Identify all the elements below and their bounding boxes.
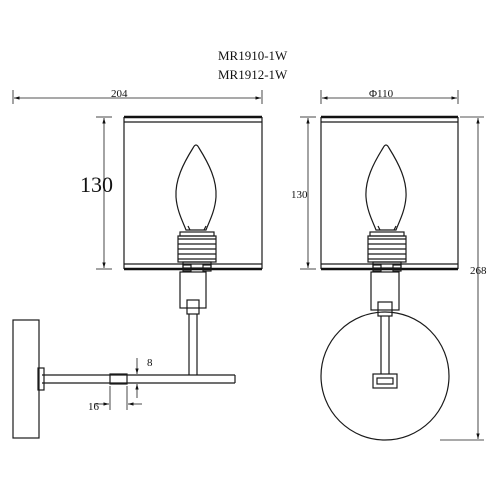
dim-8-label: 8 [147,357,153,369]
front-holder-cup [370,271,400,311]
front-holder-collar [377,301,393,317]
front-socket-top [369,231,405,237]
bulb-neck [187,225,207,231]
model-label-2: MR1912-1W [218,67,288,82]
socket-thread [178,238,216,260]
front-socket-nut-left [372,264,382,272]
socket-top [179,231,215,237]
front-arm-block [372,373,398,389]
bulb-glass [175,144,217,231]
socket-nut-left [182,264,192,272]
dim-268-label: 268 [470,265,487,277]
arm-joint [109,373,128,385]
holder-collar [186,299,200,315]
wall-plate-boss [37,367,45,391]
side-view: 204 130 [12,88,263,439]
front-socket-nut-right [392,264,402,272]
socket-nut-right [202,264,212,272]
dim-130-label-right: 130 [291,189,308,201]
dim-130-label-left: 130 [80,172,113,197]
front-arm-block-inner [376,377,394,385]
dim-16-label: 16 [88,401,100,413]
dim-204-label: 204 [111,88,128,100]
front-view: Φ110 130 268 [291,88,487,441]
holder-cup [179,271,207,309]
dim-dia-label: Φ110 [369,88,394,100]
wall-plate-circle [320,311,450,441]
front-socket-thread [368,238,406,260]
model-label-1: MR1910-1W [218,48,288,63]
front-bulb-neck [377,225,397,231]
wall-plate [12,319,40,439]
front-bulb-glass [365,144,407,231]
